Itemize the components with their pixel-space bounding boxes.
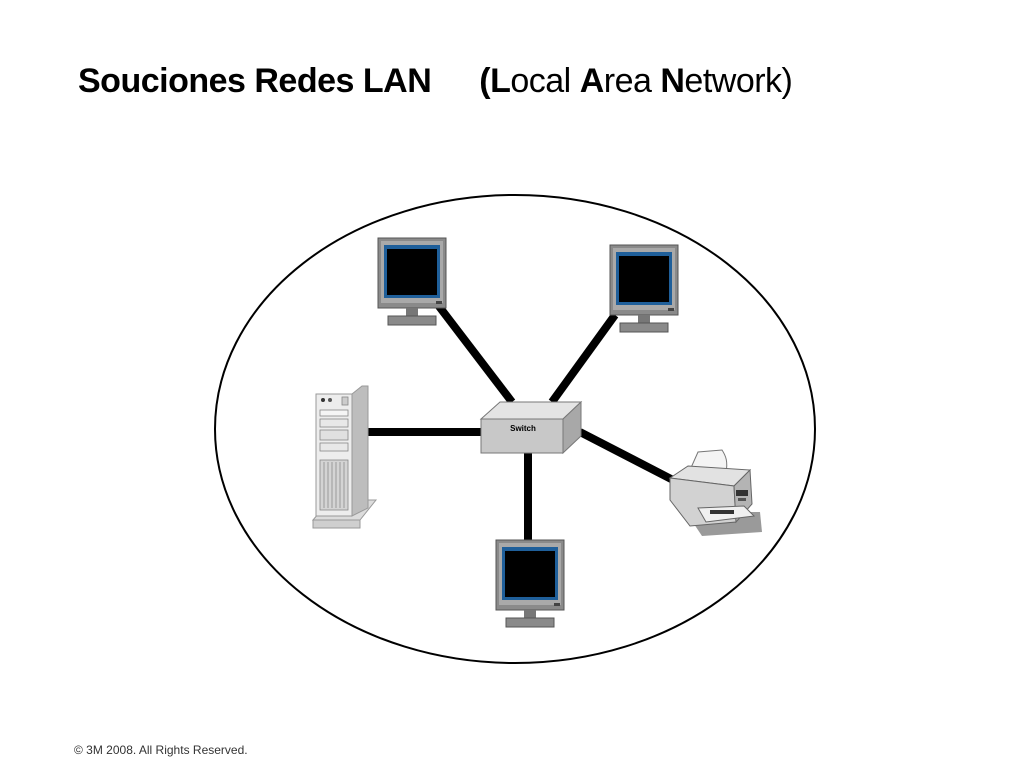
switch-device: Switch bbox=[479, 400, 583, 455]
network-cables bbox=[368, 302, 675, 542]
title-l-initial: L bbox=[490, 62, 511, 100]
title-a-initial: A bbox=[579, 62, 605, 100]
monitor-bottom-icon bbox=[495, 539, 565, 628]
cable-monitor-top-right bbox=[548, 312, 619, 405]
cable-monitor-top-left bbox=[434, 302, 516, 405]
title-a-rest: rea bbox=[603, 62, 661, 100]
switch-label: Switch bbox=[510, 424, 536, 433]
page-title: Souciones Redes LAN (Local Area Network) bbox=[78, 62, 793, 101]
title-n-rest: etwork) bbox=[684, 62, 793, 100]
switch-front-face bbox=[480, 418, 564, 454]
title-main: Souciones Redes LAN bbox=[78, 62, 432, 100]
monitor-top-left-icon bbox=[377, 237, 447, 326]
monitor-top-right-icon bbox=[609, 244, 679, 333]
title-open-paren: ( bbox=[479, 62, 491, 100]
title-l-rest: ocal bbox=[510, 62, 580, 100]
copyright-footer: © 3M 2008. All Rights Reserved. bbox=[74, 743, 248, 757]
server-tower-icon bbox=[311, 385, 378, 529]
cable-printer bbox=[578, 428, 675, 484]
title-n-initial: N bbox=[660, 62, 685, 100]
lan-boundary-ellipse bbox=[214, 194, 816, 664]
printer-icon bbox=[668, 449, 762, 536]
